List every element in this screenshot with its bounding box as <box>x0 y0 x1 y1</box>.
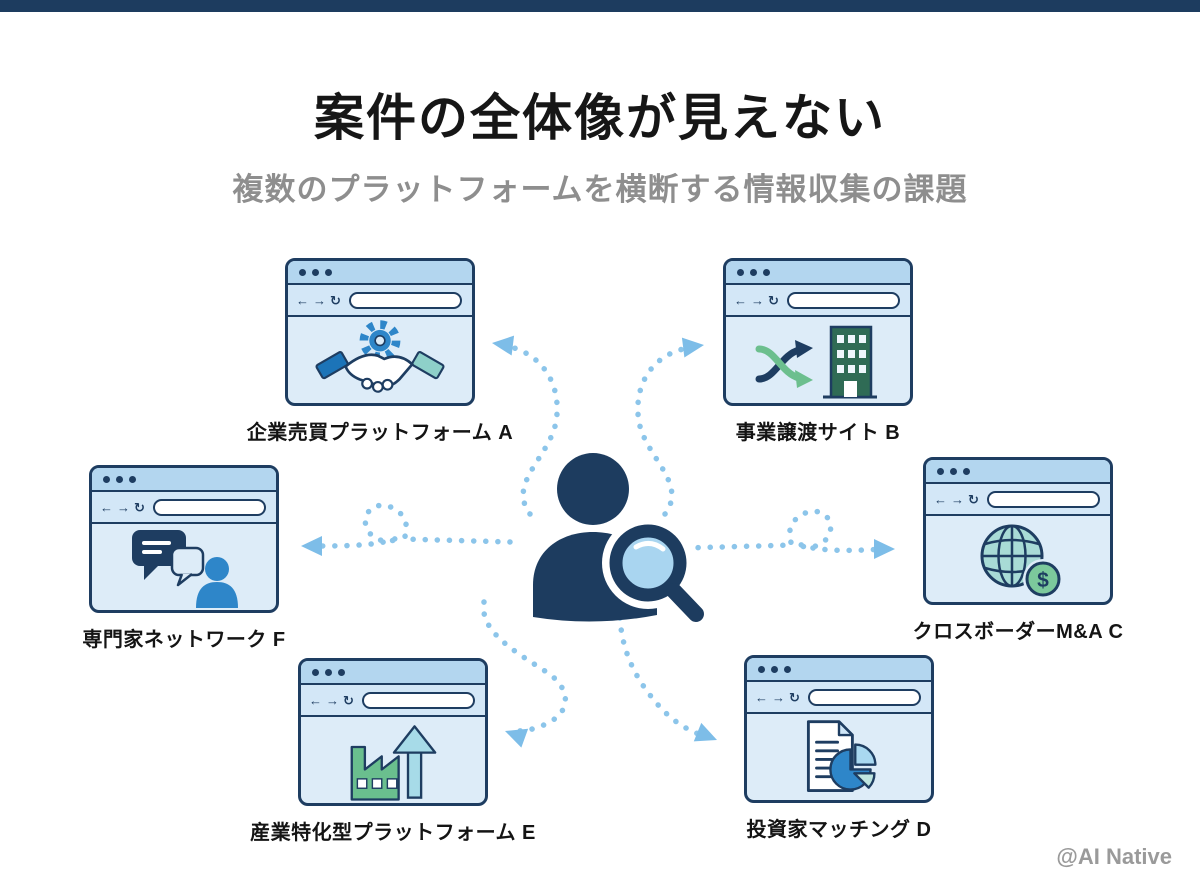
back-icon: ← <box>296 292 309 308</box>
window-dot <box>950 467 957 475</box>
globe-currency-icon: $ <box>980 524 1063 599</box>
window-titlebar <box>926 460 1110 484</box>
transfer-building-icon <box>755 325 877 399</box>
window-dot <box>758 665 765 673</box>
platform-card-c: ← → ↻ $ クロスボーダーM&A C <box>858 457 1178 644</box>
gear-handshake-icon <box>315 320 445 393</box>
window-titlebar <box>726 261 910 285</box>
browser-window-d: ← → ↻ <box>744 655 934 803</box>
window-navbar: ← → ↻ <box>288 285 472 317</box>
platform-label-f: 専門家ネットワーク F <box>82 629 286 651</box>
person-searching-icon <box>533 453 712 630</box>
svg-text:$: $ <box>1037 569 1049 592</box>
reload-icon: ↻ <box>134 499 145 515</box>
window-content: $ <box>926 516 1110 602</box>
window-navbar: ← → ↻ <box>726 285 910 317</box>
url-bar <box>986 490 1100 508</box>
back-icon: ← <box>755 689 768 705</box>
window-content <box>726 317 910 403</box>
window-content <box>288 317 472 403</box>
back-icon: ← <box>100 499 113 515</box>
reload-icon: ↻ <box>343 692 354 708</box>
watermark: @AI Native <box>1056 844 1172 869</box>
reload-icon: ↻ <box>968 491 979 507</box>
person-head <box>557 453 629 525</box>
browser-window-e: ← → ↻ <box>298 658 488 806</box>
window-dot <box>325 668 332 676</box>
window-titlebar <box>92 468 276 492</box>
arrow-path-to-c <box>683 508 887 554</box>
platform-card-a: ← → ↻ 企業売買プラットフォーム A <box>220 258 540 445</box>
chat-person-icon <box>132 530 238 608</box>
browser-window-b: ← → ↻ <box>723 258 913 406</box>
top-accent-bar <box>0 0 1200 12</box>
platform-card-f: ← → ↻ 専門家ネットワーク F <box>24 465 344 652</box>
window-navbar: ← → ↻ <box>926 484 1110 516</box>
url-bar <box>361 691 475 709</box>
url-bar <box>786 291 900 309</box>
forward-icon: → <box>951 491 964 507</box>
window-titlebar <box>747 658 931 682</box>
forward-icon: → <box>313 292 326 308</box>
window-content <box>747 714 931 800</box>
window-dot <box>937 467 944 475</box>
platform-card-b: ← → ↻ 事業譲渡サイト B <box>658 258 978 445</box>
window-dot <box>963 467 970 475</box>
window-dot <box>103 475 110 483</box>
window-dot <box>312 268 319 276</box>
platform-card-e: ← → ↻ 産業特化型プラットフォーム E <box>233 658 553 845</box>
platform-label-d: 投資家マッチング D <box>746 819 932 841</box>
url-bar <box>152 498 266 516</box>
window-dot <box>784 665 791 673</box>
platform-label-b: 事業譲渡サイト B <box>735 422 901 444</box>
window-navbar: ← → ↻ <box>301 685 485 717</box>
reload-icon: ↻ <box>789 689 800 705</box>
window-dot <box>750 268 757 276</box>
window-dot <box>129 475 136 483</box>
factory-growth-icon <box>350 725 437 801</box>
back-icon: ← <box>309 692 322 708</box>
window-content <box>92 524 276 610</box>
back-icon: ← <box>734 292 747 308</box>
window-dot <box>338 668 345 676</box>
platform-label-a: 企業売買プラットフォーム A <box>246 422 514 444</box>
browser-window-c: ← → ↻ $ <box>923 457 1113 605</box>
window-dot <box>771 665 778 673</box>
window-content <box>301 717 485 803</box>
magnifier-icon <box>602 517 712 630</box>
window-dot <box>299 268 306 276</box>
window-navbar: ← → ↻ <box>92 492 276 524</box>
window-dot <box>312 668 319 676</box>
platform-label-e: 産業特化型プラットフォーム E <box>250 822 536 844</box>
window-titlebar <box>288 261 472 285</box>
back-icon: ← <box>934 491 947 507</box>
url-bar <box>807 688 921 706</box>
slide-subtitle: 複数のプラットフォームを横断する情報収集の課題 <box>232 172 968 207</box>
forward-icon: → <box>117 499 130 515</box>
reload-icon: ↻ <box>330 292 341 308</box>
platform-card-d: ← → ↻ 投資家マッチング D <box>679 655 999 842</box>
browser-window-a: ← → ↻ <box>285 258 475 406</box>
reload-icon: ↻ <box>768 292 779 308</box>
window-titlebar <box>301 661 485 685</box>
forward-icon: → <box>751 292 764 308</box>
window-dot <box>737 268 744 276</box>
window-navbar: ← → ↻ <box>747 682 931 714</box>
forward-icon: → <box>326 692 339 708</box>
forward-icon: → <box>772 689 785 705</box>
window-dot <box>116 475 123 483</box>
platform-label-c: クロスボーダーM&A C <box>912 621 1124 643</box>
browser-window-f: ← → ↻ <box>89 465 279 613</box>
window-dot <box>325 268 332 276</box>
url-bar <box>348 291 462 309</box>
document-pie-icon <box>806 720 877 792</box>
slide-title: 案件の全体像が見えない <box>314 90 886 146</box>
window-dot <box>763 268 770 276</box>
